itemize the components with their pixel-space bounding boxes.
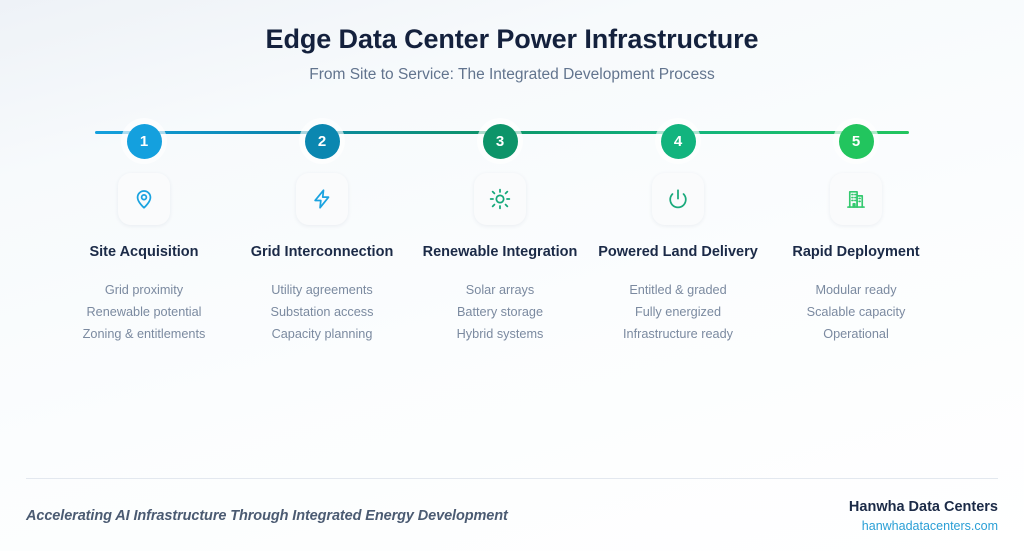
step-badge-wrap-1: 1: [121, 118, 167, 164]
map-pin-icon: [133, 188, 155, 210]
list-item: Substation access: [270, 305, 374, 319]
step-number-badge-1: 1: [126, 123, 162, 159]
brand-website-link[interactable]: hanwhadatacenters.com: [861, 519, 998, 533]
step-bullets-4: Entitled & graded Fully energized Infras…: [623, 279, 733, 345]
step-bullets-5: Modular ready Scalable capacity Operatio…: [807, 279, 906, 345]
step-badge-wrap-2: 2: [299, 118, 345, 164]
list-item: Renewable potential: [86, 305, 202, 319]
step-badge-wrap-5: 5: [833, 118, 879, 164]
power-icon: [667, 188, 689, 210]
timeline-step-4[interactable]: 4 Powered Land Delivery Entitled & grade…: [589, 118, 767, 345]
building-icon: [845, 188, 867, 210]
footer-divider: [26, 478, 998, 479]
step-icon-tile-1: [118, 173, 170, 225]
footer-tagline: Accelerating AI Infrastructure Through I…: [26, 508, 508, 524]
list-item: Grid proximity: [104, 283, 184, 297]
list-item: Capacity planning: [271, 327, 373, 341]
list-item: Zoning & entitlements: [82, 327, 206, 341]
step-number-badge-4: 4: [660, 123, 696, 159]
page-subtitle: From Site to Service: The Integrated Dev…: [309, 66, 715, 83]
sun-icon: [489, 188, 511, 210]
list-item: Hybrid systems: [456, 327, 544, 341]
step-number-badge-5: 5: [838, 123, 874, 159]
list-item: Operational: [823, 327, 889, 341]
lightning-bolt-icon: [311, 188, 333, 210]
step-badge-wrap-4: 4: [655, 118, 701, 164]
process-timeline: 1 Site Acquisition Grid proximity Renewa…: [0, 118, 1024, 358]
list-item: Utility agreements: [271, 283, 373, 297]
step-label-5: Rapid Deployment: [792, 244, 920, 260]
list-item: Solar arrays: [465, 283, 535, 297]
step-number-badge-3: 3: [482, 123, 518, 159]
step-badge-wrap-3: 3: [477, 118, 523, 164]
page-title: Edge Data Center Power Infrastructure: [265, 24, 759, 54]
step-number-badge-2: 2: [304, 123, 340, 159]
list-item: Infrastructure ready: [622, 327, 733, 341]
timeline-steps: 1 Site Acquisition Grid proximity Renewa…: [0, 118, 1024, 345]
list-item: Fully energized: [634, 305, 722, 319]
timeline-step-1[interactable]: 1 Site Acquisition Grid proximity Renewa…: [55, 118, 233, 345]
step-label-1: Site Acquisition: [89, 244, 199, 260]
poster-footer: Accelerating AI Infrastructure Through I…: [26, 492, 998, 540]
step-bullets-2: Utility agreements Substation access Cap…: [271, 279, 374, 345]
step-label-3: Renewable Integration: [422, 244, 578, 260]
list-item: Scalable capacity: [806, 305, 906, 319]
step-icon-tile-2: [296, 173, 348, 225]
step-icon-tile-5: [830, 173, 882, 225]
list-item: Entitled & graded: [629, 283, 727, 297]
timeline-step-3[interactable]: 3 Renewable Integration Solar arrays Bat…: [411, 118, 589, 345]
list-item: Modular ready: [815, 283, 897, 297]
step-bullets-3: Solar arrays Battery storage Hybrid syst…: [457, 279, 544, 345]
footer-brand: Hanwha Data Centers hanwhadatacenters.co…: [849, 497, 998, 535]
timeline-step-2[interactable]: 2 Grid Interconnection Utility agreement…: [233, 118, 411, 345]
poster-header: Edge Data Center Power Infrastructure Fr…: [0, 22, 1024, 86]
step-label-4: Powered Land Delivery: [598, 244, 758, 260]
step-icon-tile-4: [652, 173, 704, 225]
list-item: Battery storage: [456, 305, 544, 319]
step-bullets-1: Grid proximity Renewable potential Zonin…: [83, 279, 206, 345]
step-label-2: Grid Interconnection: [250, 244, 394, 260]
step-icon-tile-3: [474, 173, 526, 225]
brand-name: Hanwha Data Centers: [848, 499, 998, 515]
timeline-step-5[interactable]: 5 Rapid Deployment Modu: [767, 118, 945, 345]
